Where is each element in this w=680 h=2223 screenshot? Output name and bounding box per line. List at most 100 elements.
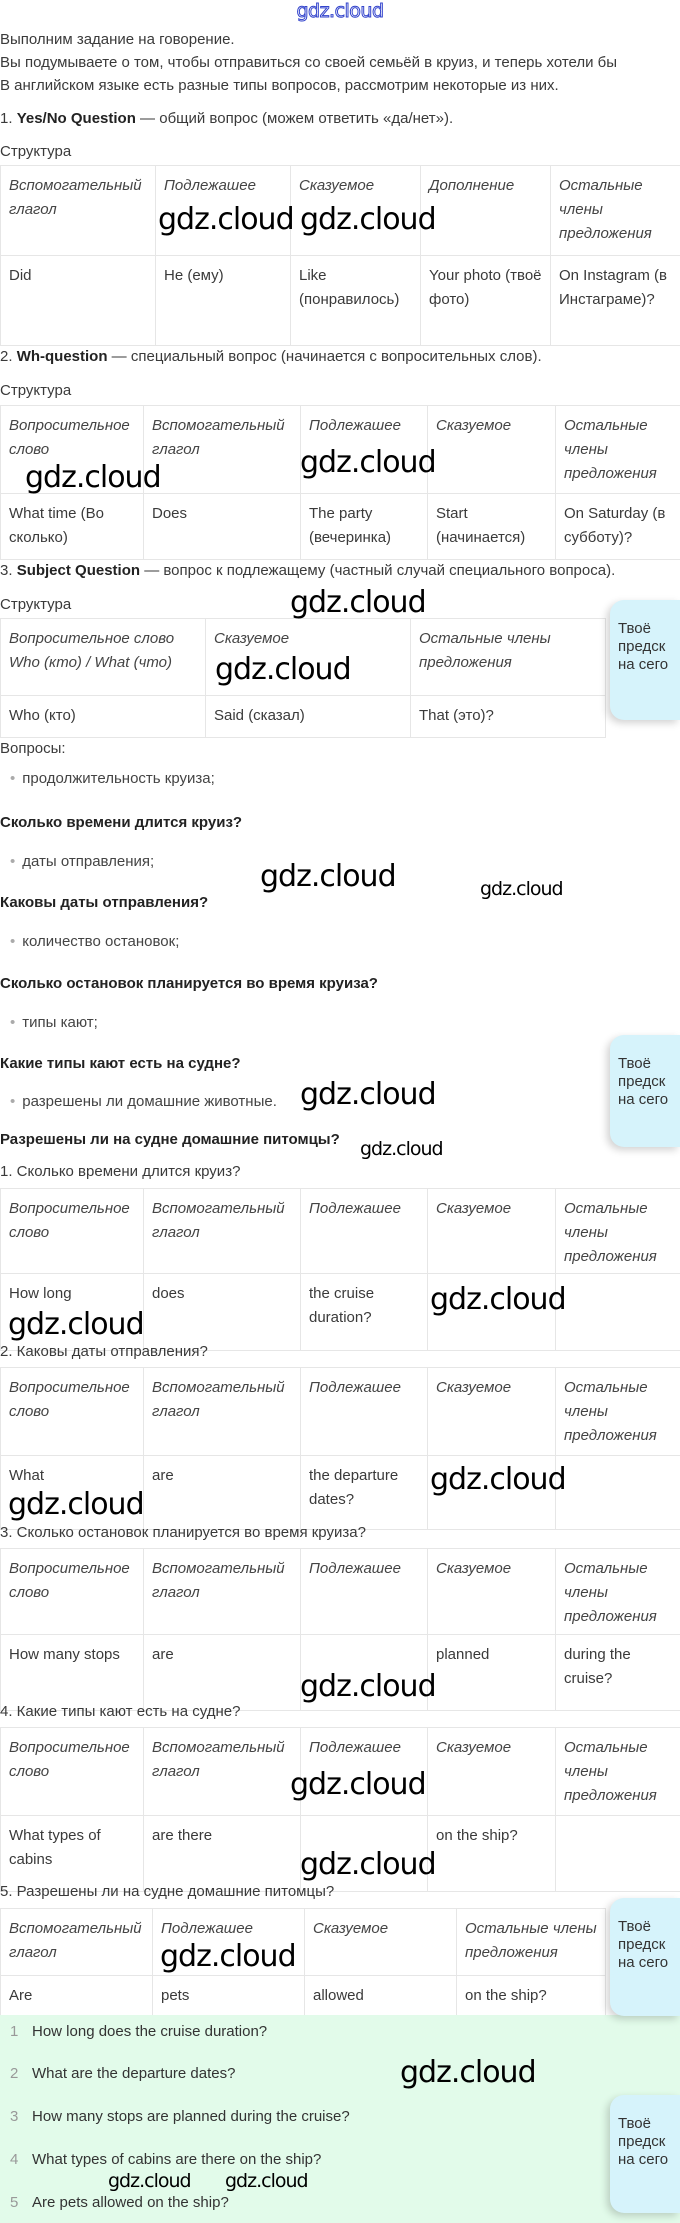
watermark: gdz.cloud bbox=[225, 2170, 309, 2192]
watermark: gdz.cloud bbox=[8, 1307, 145, 1342]
bullet-item: даты отправления; bbox=[10, 853, 154, 870]
section-title: Yes/No Question bbox=[16, 110, 136, 127]
table-cell: Did bbox=[0, 255, 156, 346]
table-cell: does bbox=[143, 1273, 301, 1351]
table-cell: during the cruise? bbox=[555, 1634, 680, 1711]
section-number: 2. bbox=[0, 348, 13, 365]
watermark: gdz.cloud bbox=[25, 460, 162, 495]
popup-text: Твоё bbox=[618, 2115, 651, 2132]
header-cell: Остальные члены предложения bbox=[555, 1727, 680, 1816]
question-text: Какие типы кают есть на судне? bbox=[0, 1055, 241, 1072]
header-cell: Остальные члены предложения bbox=[410, 618, 606, 696]
bullet-item: количество остановок; bbox=[10, 933, 179, 950]
watermark: gdz.cloud bbox=[108, 2170, 192, 2192]
table-title: 4. Какие типы кают есть на судне? bbox=[0, 1703, 241, 1720]
popup-text: на сего bbox=[618, 2151, 669, 2168]
table-title: 3. Сколько остановок планируется во врем… bbox=[0, 1524, 366, 1541]
question-text: Сколько времени длится круиз? bbox=[0, 814, 243, 831]
question-text: Сколько остановок планируется во время к… bbox=[0, 975, 378, 992]
structure-label: Структура bbox=[0, 382, 72, 399]
header-cell: Остальные члены предложения bbox=[555, 405, 680, 494]
table-cell: Does bbox=[143, 493, 301, 560]
table-cell bbox=[427, 1455, 556, 1530]
popup-text: предск bbox=[618, 638, 666, 655]
table-cell: What bbox=[0, 1455, 144, 1530]
header-cell: Сказуемое bbox=[427, 1548, 556, 1635]
table-cell bbox=[300, 1815, 428, 1892]
watermark: gdz.cloud bbox=[300, 202, 437, 237]
watermark: gdz.cloud bbox=[300, 1077, 437, 1112]
table-cell bbox=[555, 1273, 680, 1351]
header-cell: Сказуемое bbox=[427, 1367, 556, 1456]
watermark: gdz.cloud bbox=[290, 1767, 427, 1802]
table-cell: allowed bbox=[304, 1975, 457, 2016]
table-cell: On Saturday (в субботу)? bbox=[555, 493, 680, 560]
table-cell: What time (Во сколько) bbox=[0, 493, 144, 560]
site-logo: gdz.cloud bbox=[296, 0, 385, 23]
table-cell: Are bbox=[0, 1975, 153, 2016]
header-cell: Вспомогательный глагол bbox=[143, 1548, 301, 1635]
table-cell: Who (кто) bbox=[0, 695, 206, 738]
watermark: gdz.cloud bbox=[8, 1487, 145, 1522]
bullet-item: продолжительность круиза; bbox=[10, 770, 215, 787]
watermark: gdz.cloud bbox=[400, 2055, 537, 2090]
section-number: 1. bbox=[0, 110, 13, 127]
answer-number: 4 bbox=[10, 2151, 19, 2168]
section-number: 3. bbox=[0, 562, 13, 579]
table-cell: on the ship? bbox=[456, 1975, 606, 2016]
header-cell: Дополнение bbox=[420, 165, 551, 256]
table-cell: What types of cabins bbox=[0, 1815, 144, 1892]
header-cell: Вспомогательный глагол bbox=[143, 1188, 301, 1274]
header-cell: Сказуемое bbox=[427, 1188, 556, 1274]
intro-line: Вы подумываете о том, чтобы отправиться … bbox=[0, 54, 618, 71]
section-description: — общий вопрос (можем ответить «да/нет»)… bbox=[135, 110, 454, 127]
watermark: gdz.cloud bbox=[160, 1939, 297, 1974]
header-cell: Остальные члены предложения bbox=[550, 165, 680, 256]
answer-text: How many stops are planned during the cr… bbox=[32, 2108, 350, 2125]
table-cell: Said (сказал) bbox=[205, 695, 411, 738]
watermark: gdz.cloud bbox=[300, 1847, 437, 1882]
header-cell: Остальные члены предложения bbox=[555, 1548, 680, 1635]
watermark: gdz.cloud bbox=[360, 1138, 444, 1160]
questions-label: Вопросы: bbox=[0, 740, 66, 757]
table-cell bbox=[300, 1634, 428, 1711]
header-cell: Остальные члены предложения bbox=[555, 1188, 680, 1274]
watermark: gdz.cloud bbox=[430, 1462, 567, 1497]
popup-text: на сего bbox=[618, 1091, 669, 1108]
section-heading-subject: 3. Subject Question — вопрос к подлежаще… bbox=[0, 560, 615, 582]
header-cell: Вопросительное слово bbox=[0, 1727, 144, 1816]
table-cell bbox=[555, 1455, 680, 1530]
answer-number: 5 bbox=[10, 2194, 19, 2211]
header-cell: Вопросительное слово bbox=[0, 1548, 144, 1635]
watermark: gdz.cloud bbox=[430, 1282, 567, 1317]
popup-text: Твоё bbox=[618, 620, 651, 637]
table-cell: Your photo (твоё фото) bbox=[420, 255, 551, 346]
header-cell: Вспомогательный глагол bbox=[0, 1908, 153, 1976]
table-cell: are bbox=[143, 1455, 301, 1530]
table-cell: Like (понравилось) bbox=[290, 255, 421, 346]
watermark: gdz.cloud bbox=[158, 202, 295, 237]
header-cell: Вопросительное слово bbox=[0, 1367, 144, 1456]
header-cell: Вспомогательный глагол bbox=[0, 165, 156, 256]
watermark: gdz.cloud bbox=[260, 859, 397, 894]
popup-text: на сего bbox=[618, 656, 669, 673]
table-cell: That (это)? bbox=[410, 695, 606, 738]
table-cell: pets bbox=[152, 1975, 305, 2016]
